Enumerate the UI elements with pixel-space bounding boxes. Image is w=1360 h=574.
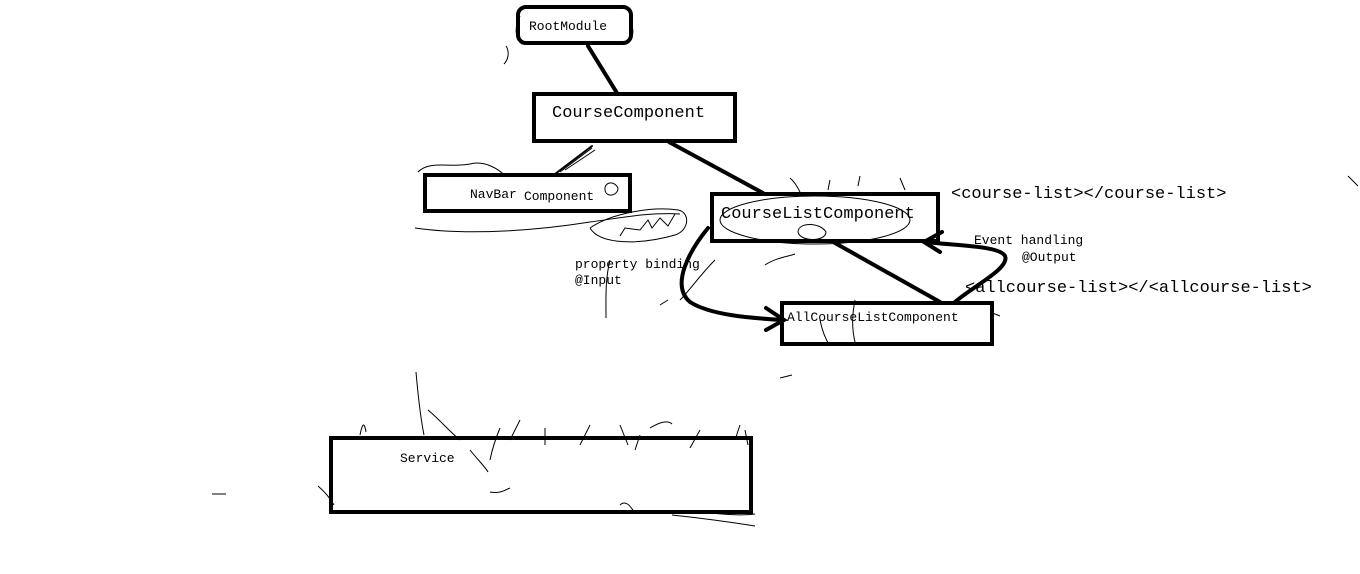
input-decorator-annotation: @Input xyxy=(575,273,622,288)
course-component-box xyxy=(532,92,737,143)
event-handling-arrow xyxy=(924,240,1008,304)
course-list-component-box xyxy=(710,192,940,243)
root-module-label: RootModule xyxy=(529,19,608,34)
course-component-label: CourseComponent xyxy=(552,104,706,123)
root-module-box xyxy=(516,5,633,45)
event-handling-annotation: Event handling xyxy=(974,233,1084,248)
allcourse-list-tag-annotation: <allcourse-list></<allcourse-list> xyxy=(965,279,1312,298)
property-binding-arrowhead xyxy=(764,306,788,332)
all-course-list-component-box xyxy=(780,301,994,346)
service-box xyxy=(329,436,753,514)
connector-lines xyxy=(554,44,1008,332)
output-decorator-annotation: @Output xyxy=(1022,250,1077,265)
edge-course-to-navbar xyxy=(554,145,593,175)
property-binding-arrow xyxy=(679,226,784,322)
navbar-component-label-part2: Component xyxy=(524,189,595,204)
all-course-list-component-label: AllCourseListComponent xyxy=(787,310,959,325)
course-list-tag-annotation: <course-list></course-list> xyxy=(951,185,1227,204)
edge-courselist-to-allcourse xyxy=(833,241,942,304)
navbar-component-label-part1: NavBar xyxy=(470,187,517,202)
navbar-component-box xyxy=(423,173,632,213)
course-list-component-label: CourseListComponent xyxy=(721,205,915,224)
edge-root-to-course xyxy=(586,44,619,95)
scribble-marks xyxy=(212,15,1359,527)
property-binding-annotation: property binding xyxy=(575,257,700,272)
service-label: Service xyxy=(400,451,455,466)
edge-course-to-courselist xyxy=(667,140,765,195)
